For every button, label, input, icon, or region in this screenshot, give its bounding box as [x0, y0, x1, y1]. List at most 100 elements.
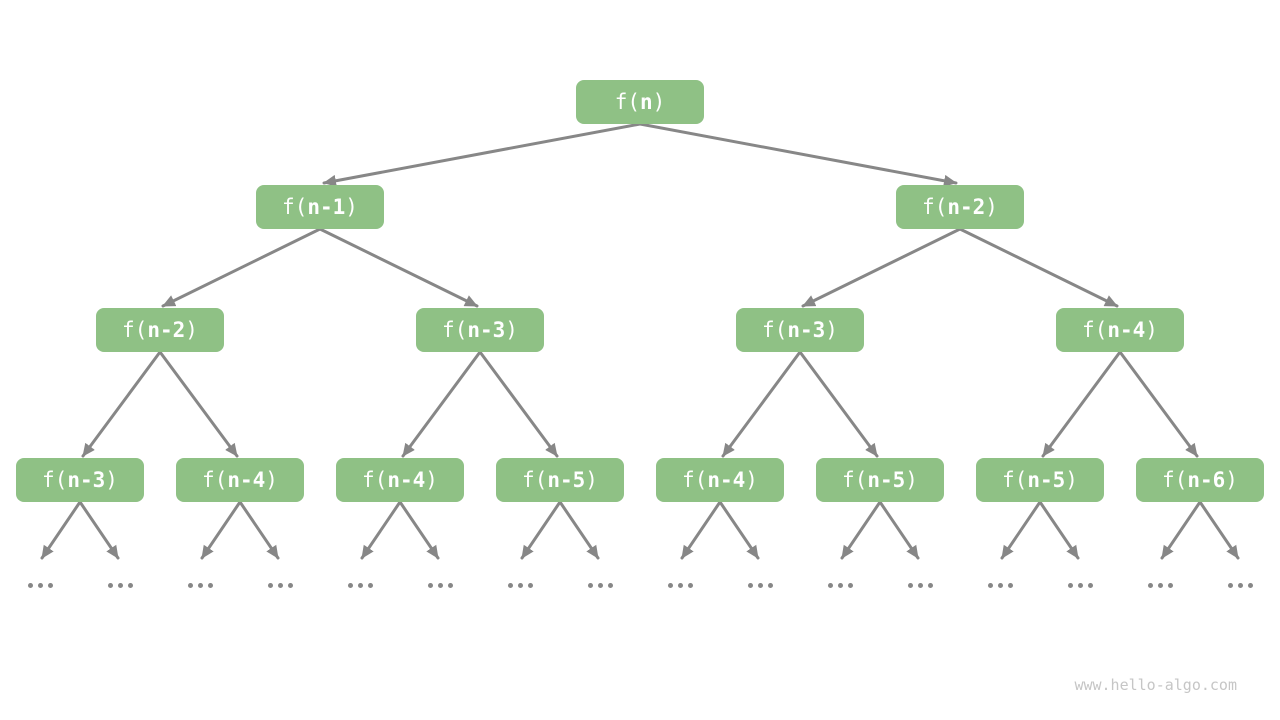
ellipsis-icon — [1228, 583, 1253, 589]
node-prefix: f( — [122, 318, 148, 342]
edge — [398, 500, 440, 560]
ellipsis-icon — [268, 583, 293, 589]
edge — [1000, 500, 1042, 560]
node-prefix: f( — [362, 468, 388, 492]
dot — [828, 583, 833, 588]
node-suffix: ) — [652, 90, 666, 114]
ellipsis-icon — [348, 583, 373, 589]
ellipsis-icon — [748, 583, 773, 589]
tree-node: f(n) — [576, 80, 704, 124]
node-arg: n — [639, 90, 653, 114]
tree-node: f(n-4) — [336, 458, 464, 502]
node-prefix: f( — [282, 195, 308, 219]
node-arg: n-4 — [707, 468, 746, 492]
tree-node: f(n-3) — [736, 308, 864, 352]
node-suffix: ) — [585, 468, 598, 492]
edge — [40, 500, 82, 560]
edge — [1038, 500, 1080, 560]
tree-node: f(n-4) — [656, 458, 784, 502]
ellipsis-icon — [668, 583, 693, 589]
dot — [348, 583, 353, 588]
tree-node: f(n-6) — [1136, 458, 1264, 502]
node-suffix: ) — [985, 195, 998, 219]
dot — [988, 583, 993, 588]
node-arg: n-3 — [67, 468, 106, 492]
dot — [1148, 583, 1153, 588]
node-arg: n-6 — [1187, 468, 1226, 492]
edge — [680, 500, 722, 560]
node-arg: n-5 — [547, 468, 586, 492]
node-prefix: f( — [1162, 468, 1188, 492]
edge — [401, 350, 482, 458]
tree-node: f(n-4) — [176, 458, 304, 502]
node-prefix: f( — [614, 90, 640, 114]
edge — [840, 500, 882, 560]
edge — [78, 500, 120, 560]
edge — [158, 350, 239, 458]
edge — [718, 500, 760, 560]
dot — [588, 583, 593, 588]
tree-node: f(n-5) — [976, 458, 1104, 502]
node-arg: n-2 — [947, 195, 986, 219]
tree-node: f(n-4) — [1056, 308, 1184, 352]
node-prefix: f( — [442, 318, 468, 342]
node-prefix: f( — [202, 468, 228, 492]
ellipsis-icon — [28, 583, 53, 589]
node-suffix: ) — [1065, 468, 1078, 492]
edge — [1041, 350, 1122, 458]
node-suffix: ) — [425, 468, 438, 492]
edge — [558, 500, 600, 560]
watermark: www.hello-algo.com — [1074, 676, 1237, 694]
node-suffix: ) — [505, 318, 518, 342]
dot — [428, 583, 433, 588]
ellipsis-icon — [188, 583, 213, 589]
node-suffix: ) — [185, 318, 198, 342]
node-suffix: ) — [745, 468, 758, 492]
ellipsis-icon — [828, 583, 853, 589]
tree-node: f(n-3) — [16, 458, 144, 502]
ellipsis-icon — [108, 583, 133, 589]
edge — [878, 500, 920, 560]
dot — [908, 583, 913, 588]
node-suffix: ) — [1145, 318, 1158, 342]
tree-node: f(n-2) — [96, 308, 224, 352]
node-prefix: f( — [1082, 318, 1108, 342]
node-arg: n-4 — [1107, 318, 1146, 342]
node-arg: n-4 — [227, 468, 266, 492]
dot — [1228, 583, 1233, 588]
edge — [318, 227, 479, 308]
edge — [958, 227, 1119, 308]
edge — [1198, 500, 1240, 560]
node-prefix: f( — [522, 468, 548, 492]
ellipsis-icon — [508, 583, 533, 589]
edge — [238, 500, 280, 560]
edge — [360, 500, 402, 560]
dot — [108, 583, 113, 588]
edge — [161, 227, 322, 308]
node-suffix: ) — [105, 468, 118, 492]
node-arg: n-3 — [467, 318, 506, 342]
node-arg: n-3 — [787, 318, 826, 342]
node-prefix: f( — [762, 318, 788, 342]
node-suffix: ) — [825, 318, 838, 342]
ellipsis-icon — [908, 583, 933, 589]
dot — [668, 583, 673, 588]
node-suffix: ) — [265, 468, 278, 492]
node-suffix: ) — [905, 468, 918, 492]
edge — [81, 350, 162, 458]
node-prefix: f( — [922, 195, 948, 219]
dot — [748, 583, 753, 588]
tree-node: f(n-1) — [256, 185, 384, 229]
node-prefix: f( — [842, 468, 868, 492]
tree-node: f(n-5) — [496, 458, 624, 502]
ellipsis-icon — [1068, 583, 1093, 589]
edge — [1118, 350, 1199, 458]
node-arg: n-4 — [387, 468, 426, 492]
edge — [1160, 500, 1202, 560]
edge — [322, 122, 642, 187]
node-arg: n-5 — [1027, 468, 1066, 492]
edge — [520, 500, 562, 560]
edge — [478, 350, 559, 458]
